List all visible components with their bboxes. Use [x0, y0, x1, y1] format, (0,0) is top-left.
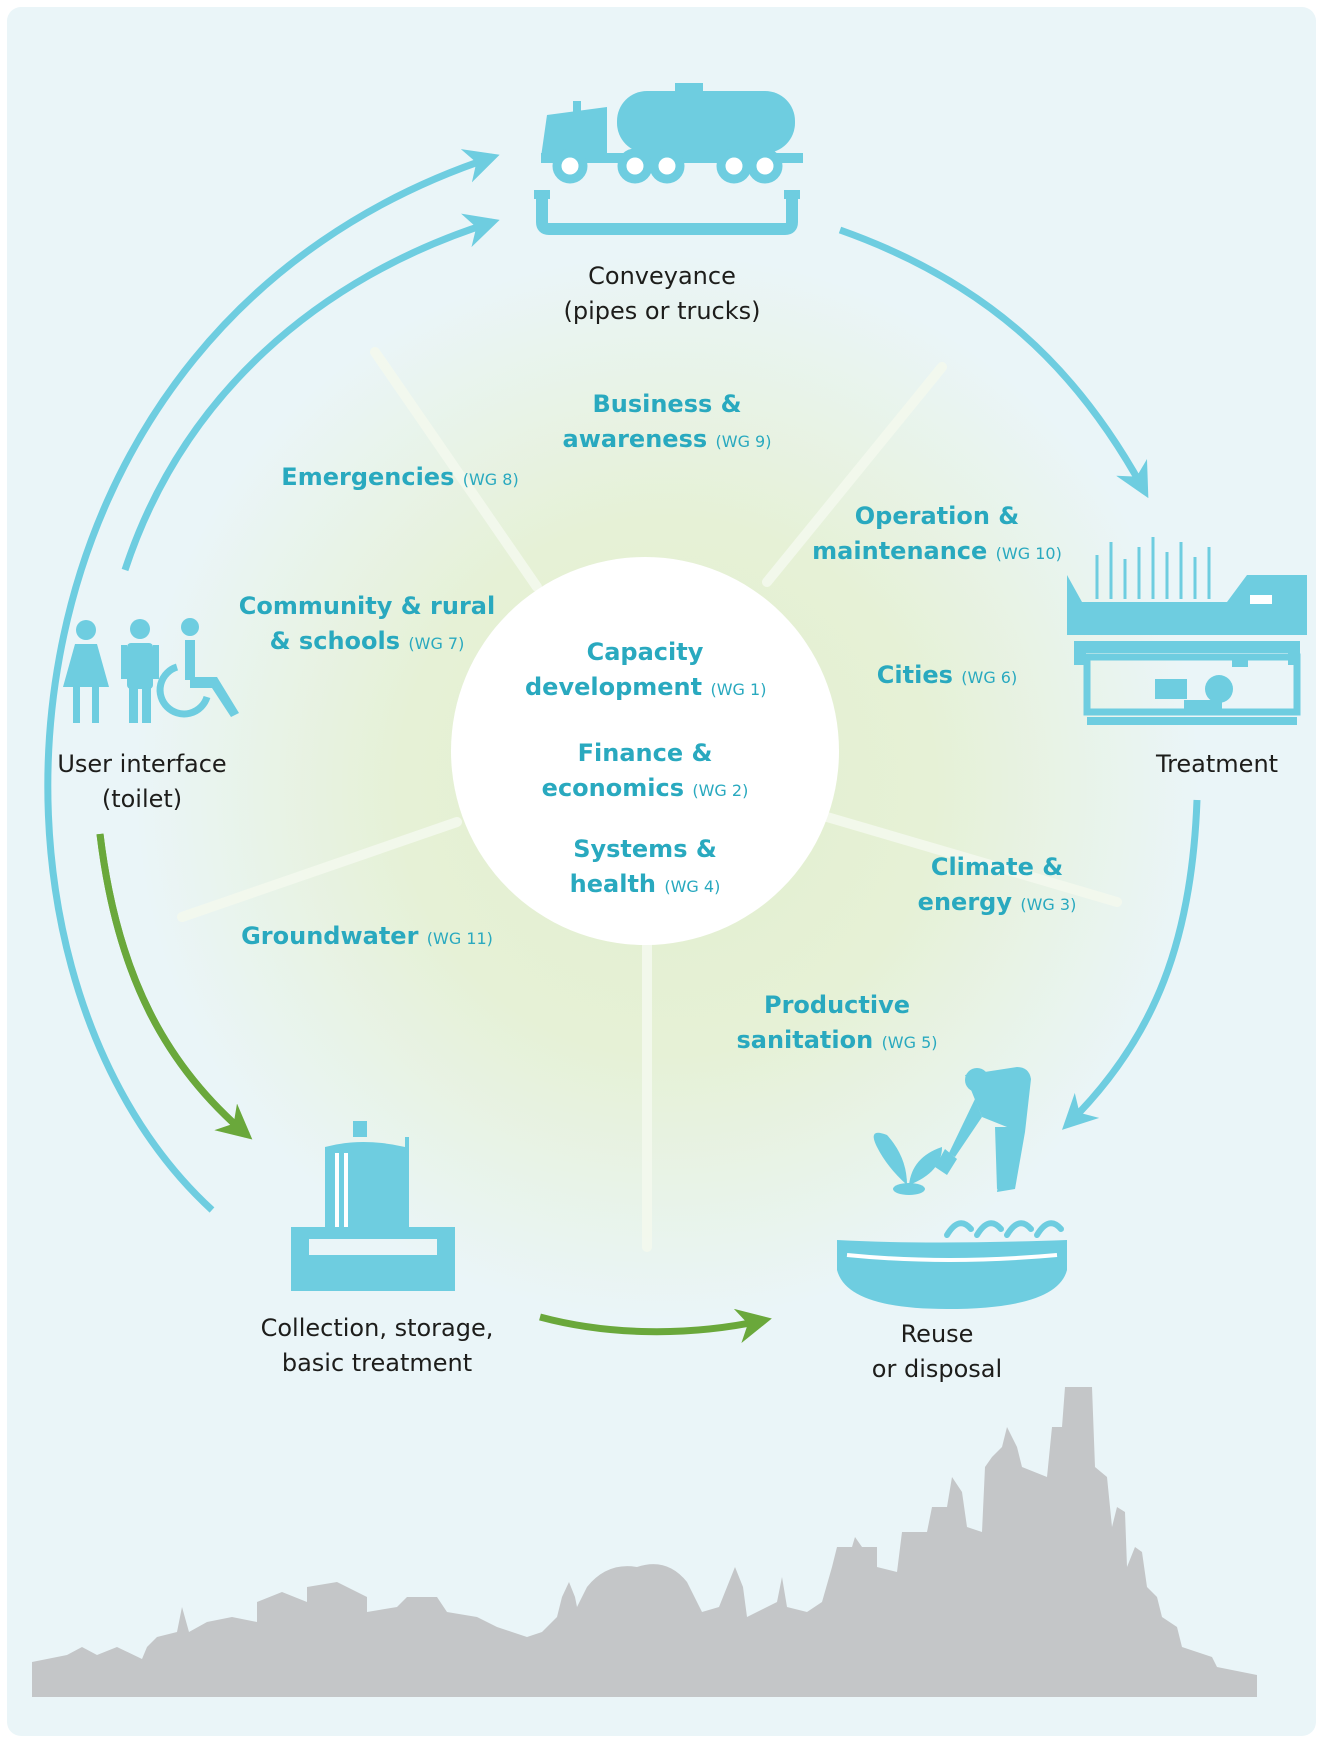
arrow-collection-to-reuse [539, 1308, 772, 1344]
wg-business-line1: Business & [592, 390, 742, 418]
wg-emergencies: Emergencies (WG 8) [275, 460, 525, 497]
wg-operation-line1: Operation & [854, 502, 1020, 530]
wg-community-line2: & schools [269, 627, 401, 655]
wg-operation-tag: (WG 10) [995, 544, 1062, 563]
center-finance: Finance & economics (WG 2) [535, 736, 755, 808]
wg-climate-tag: (WG 3) [1020, 895, 1077, 914]
center-disc [451, 557, 839, 945]
wg-community-line1: Community & rural [238, 592, 496, 620]
wg-groundwater-tag: (WG 11) [426, 929, 493, 948]
arrow-treatment-to-reuse [1061, 799, 1201, 1130]
center-systems-line1: Systems & [573, 835, 717, 863]
arrow-outer-to-conveyance [44, 149, 500, 1213]
center-capacity-line1: Capacity [586, 638, 704, 666]
center-capacity-tag: (WG 1) [710, 680, 767, 699]
wg-community-tag: (WG 7) [408, 634, 465, 653]
wg-groundwater: Groundwater (WG 11) [237, 919, 497, 956]
ray-right [822, 812, 1122, 907]
wg-emergencies-tag: (WG 8) [462, 470, 519, 489]
wg-climate-line2: energy [917, 888, 1012, 916]
conveyance-line1: Conveyance [588, 262, 736, 290]
center-finance-line1: Finance & [577, 739, 713, 767]
stage-conveyance: Conveyance (pipes or trucks) [537, 259, 787, 329]
center-capacity-line2: development [525, 673, 703, 701]
wg-cities-line1: Cities [876, 661, 953, 689]
wg-cities-tag: (WG 6) [961, 668, 1018, 687]
center-systems-line2: health [569, 870, 656, 898]
wg-productive-line2: sanitation [736, 1026, 874, 1054]
city-skyline-icon [32, 1387, 1257, 1697]
center-capacity: Capacity development (WG 1) [525, 635, 767, 707]
wg-operation: Operation & maintenance (WG 10) [807, 499, 1067, 571]
collection-line1: Collection, storage, [260, 1314, 494, 1342]
wg-climate-line1: Climate & [930, 853, 1064, 881]
collection-line2: basic treatment [281, 1349, 473, 1377]
arrow-conveyance-to-treatment [838, 226, 1149, 499]
reuse-line2: or disposal [871, 1355, 1003, 1383]
wg-emergencies-line1: Emergencies [281, 463, 455, 491]
wg-business-line2: awareness [562, 425, 708, 453]
wg-community: Community & rural & schools (WG 7) [237, 589, 497, 661]
stage-reuse: Reuse or disposal [837, 1317, 1037, 1387]
wg-productive-line1: Productive [763, 991, 911, 1019]
wg-business-tag: (WG 9) [715, 432, 772, 451]
wg-productive-tag: (WG 5) [881, 1033, 938, 1052]
wg-groundwater-line1: Groundwater [241, 922, 419, 950]
arrow-user-to-conveyance [121, 213, 500, 572]
stage-collection: Collection, storage, basic treatment [247, 1311, 507, 1381]
center-systems-tag: (WG 4) [664, 877, 721, 896]
treatment-line1: Treatment [1155, 750, 1279, 778]
ray-upper-right [762, 362, 947, 587]
icons-layer [32, 83, 1307, 1697]
wg-cities: Cities (WG 6) [867, 658, 1027, 695]
user-interface-line2: (toilet) [101, 785, 183, 813]
wg-operation-line2: maintenance [812, 537, 988, 565]
center-finance-tag: (WG 2) [692, 781, 749, 800]
tanker-truck-icon [534, 83, 803, 235]
ray-left [177, 817, 462, 922]
diagram-panel: Conveyance (pipes or trucks) Treatment U… [7, 7, 1316, 1736]
storage-tank-icon [291, 1121, 455, 1291]
toilet-users-icon [63, 618, 239, 723]
treatment-plant-icon [1067, 537, 1307, 725]
user-interface-line1: User interface [57, 750, 227, 778]
farmer-planting-icon [837, 1067, 1067, 1309]
stage-user-interface: User interface (toilet) [37, 747, 247, 817]
wg-productive: Productive sanitation (WG 5) [727, 988, 947, 1060]
stage-treatment: Treatment [1147, 747, 1287, 782]
wg-business: Business & awareness (WG 9) [557, 387, 777, 459]
diagram-lines [44, 149, 1201, 1344]
conveyance-line2: (pipes or trucks) [563, 297, 761, 325]
center-finance-line2: economics [541, 774, 684, 802]
reuse-line1: Reuse [900, 1320, 974, 1348]
center-systems: Systems & health (WG 4) [545, 832, 745, 904]
ray-upper-left [370, 347, 542, 592]
wg-climate: Climate & energy (WG 3) [902, 850, 1092, 922]
